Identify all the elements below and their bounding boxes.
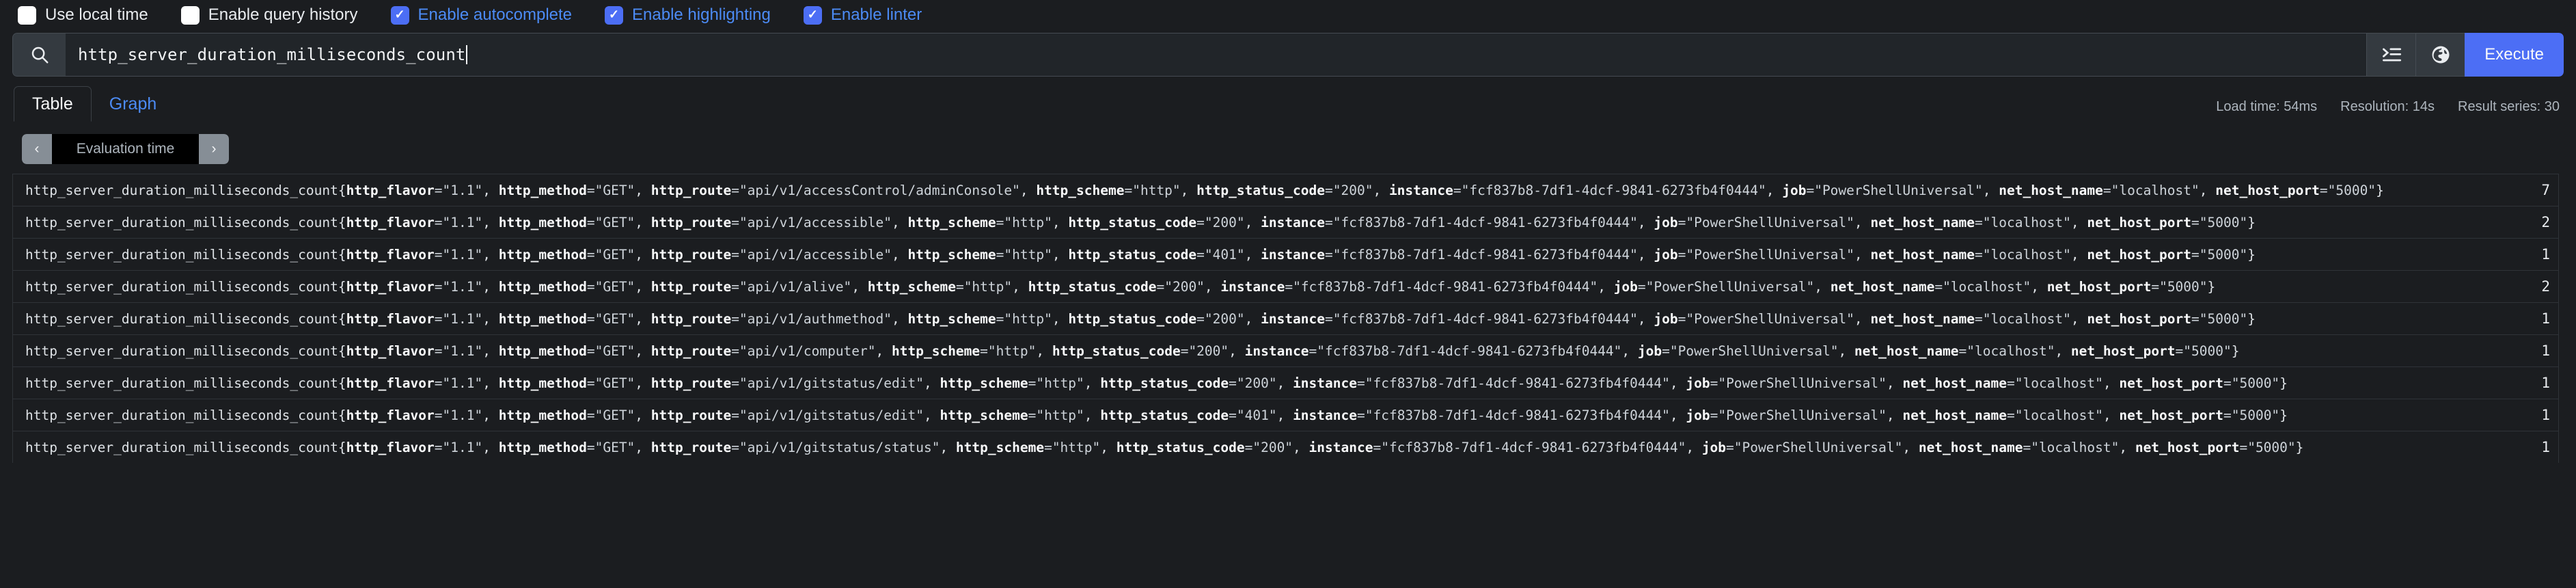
series-value-cell: 1 — [2541, 439, 2550, 455]
check-icon: ✓ — [608, 8, 620, 21]
series-value-cell: 2 — [2541, 214, 2550, 230]
format-query-icon[interactable] — [2366, 33, 2416, 77]
table-row: http_server_duration_milliseconds_count{… — [13, 431, 2558, 464]
result-series-stat: Result series: 30 — [2458, 99, 2560, 114]
search-icon — [12, 33, 66, 77]
table-row: http_server_duration_milliseconds_count{… — [13, 366, 2558, 399]
series-label-cell: http_server_duration_milliseconds_count{… — [25, 310, 2256, 327]
query-stats: Load time: 54ms Resolution: 14s Result s… — [2216, 99, 2564, 122]
option-label: Enable query history — [208, 5, 358, 24]
checkbox-enable-highlighting[interactable]: ✓ — [605, 5, 624, 25]
table-row: http_server_duration_milliseconds_count{… — [13, 174, 2558, 206]
series-value-cell: 7 — [2541, 182, 2550, 198]
tab-table[interactable]: Table — [14, 86, 92, 122]
evaluation-time-prev-button[interactable]: ‹ — [22, 134, 52, 164]
series-value-cell: 1 — [2541, 375, 2550, 391]
query-text: http_server_duration_milliseconds_count — [78, 45, 466, 64]
query-options-row: ✓ Use local time ✓ Enable query history ✓ Ena… — [12, 0, 2564, 30]
series-value-cell: 1 — [2541, 310, 2550, 327]
check-icon: ✓ — [394, 8, 405, 21]
series-value-cell: 1 — [2541, 407, 2550, 423]
evaluation-time-input[interactable]: Evaluation time — [52, 134, 199, 164]
series-value-cell: 2 — [2541, 278, 2550, 295]
results-table: http_server_duration_milliseconds_count{… — [13, 174, 2558, 463]
checkbox-enable-autocomplete[interactable]: ✓ — [390, 5, 409, 25]
option-use-local-time[interactable]: ✓ Use local time — [18, 5, 148, 25]
table-row: http_server_duration_milliseconds_count{… — [13, 302, 2558, 335]
series-label-cell: http_server_duration_milliseconds_count{… — [25, 182, 2384, 198]
option-label: Enable linter — [830, 5, 922, 24]
option-label: Enable highlighting — [632, 5, 771, 24]
check-icon: ✓ — [807, 8, 818, 21]
option-enable-linter[interactable]: ✓ Enable linter — [803, 5, 922, 25]
series-label-cell: http_server_duration_milliseconds_count{… — [25, 214, 2256, 230]
series-label-cell: http_server_duration_milliseconds_count{… — [25, 439, 2304, 455]
series-label-cell: http_server_duration_milliseconds_count{… — [25, 375, 2288, 391]
query-bar: http_server_duration_milliseconds_count … — [12, 33, 2564, 77]
results-tabs-row: Table Graph Load time: 54ms Resolution: 1… — [12, 86, 2564, 122]
text-caret — [466, 45, 468, 64]
checkbox-use-local-time[interactable]: ✓ — [18, 5, 36, 25]
globe-icon[interactable] — [2415, 33, 2465, 77]
option-label: Enable autocomplete — [417, 5, 573, 24]
execute-button[interactable]: Execute — [2465, 33, 2564, 77]
tab-graph[interactable]: Graph — [109, 94, 157, 113]
option-enable-highlighting[interactable]: ✓ Enable highlighting — [605, 5, 771, 25]
table-row: http_server_duration_milliseconds_count{… — [13, 206, 2558, 239]
checkbox-enable-linter[interactable]: ✓ — [803, 5, 822, 25]
table-row: http_server_duration_milliseconds_count{… — [13, 399, 2558, 431]
option-enable-autocomplete[interactable]: ✓ Enable autocomplete — [390, 5, 573, 25]
results-tabs: Table Graph — [14, 86, 174, 122]
results-table-wrap: http_server_duration_milliseconds_count{… — [12, 174, 2559, 463]
table-row: http_server_duration_milliseconds_count{… — [13, 238, 2558, 271]
evaluation-time-next-button[interactable]: › — [199, 134, 229, 164]
series-value-cell: 1 — [2541, 343, 2550, 359]
series-label-cell: http_server_duration_milliseconds_count{… — [25, 278, 2216, 295]
evaluation-time-placeholder: Evaluation time — [76, 141, 175, 157]
table-row: http_server_duration_milliseconds_count{… — [13, 270, 2558, 303]
load-time-stat: Load time: 54ms — [2216, 99, 2318, 114]
query-input[interactable]: http_server_duration_milliseconds_count — [66, 33, 2367, 77]
series-label-cell: http_server_duration_milliseconds_count{… — [25, 246, 2256, 263]
series-label-cell: http_server_duration_milliseconds_count{… — [25, 407, 2288, 423]
series-value-cell: 1 — [2541, 246, 2550, 263]
series-label-cell: http_server_duration_milliseconds_count{… — [25, 343, 2240, 359]
evaluation-time-group: ‹ Evaluation time › — [22, 134, 229, 164]
option-label: Use local time — [45, 5, 148, 24]
resolution-stat: Resolution: 14s — [2340, 99, 2435, 114]
option-enable-query-history[interactable]: ✓ Enable query history — [180, 5, 358, 25]
table-row: http_server_duration_milliseconds_count{… — [13, 334, 2558, 367]
checkbox-enable-query-history[interactable]: ✓ — [180, 5, 200, 25]
evaluation-time-wrap: ‹ Evaluation time › — [12, 134, 2564, 164]
